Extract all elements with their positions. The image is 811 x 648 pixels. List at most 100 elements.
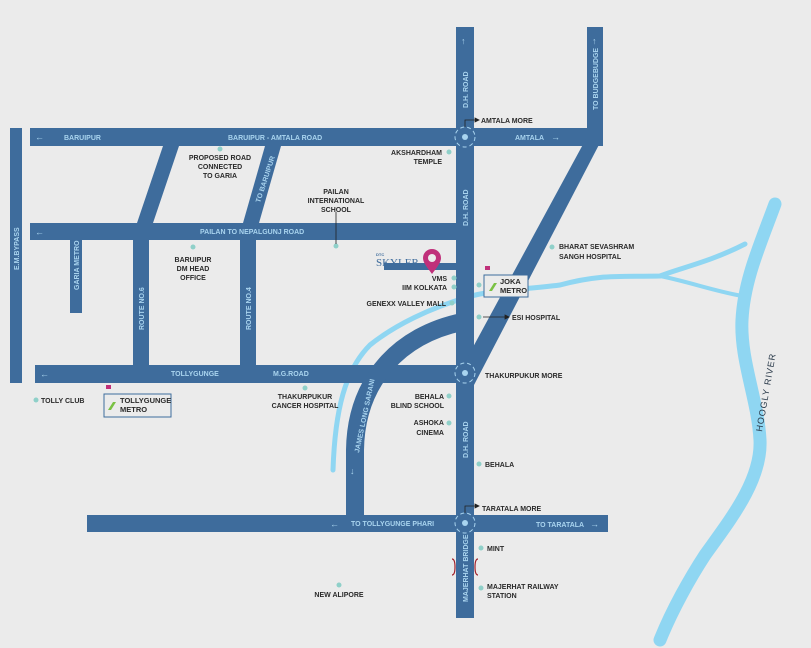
path-shape: [464, 505, 475, 513]
road-em-bypass: [10, 128, 22, 383]
path-shape: [474, 558, 479, 576]
road-label-em-bypass: E.M.BYPASS: [14, 227, 21, 270]
road-route-4: [240, 240, 256, 366]
label-places-dm-office-1: DM HEAD: [177, 266, 210, 273]
road-label-to-taratala: TO TARATALA: [536, 522, 584, 529]
label-places-pailan-school-2: SCHOOL: [321, 207, 352, 214]
circle-shape: [190, 244, 196, 250]
project-skyler-marker[interactable]: DTC SKYLER: [376, 249, 441, 274]
label-places-pailan-school-0: PAILAN: [323, 189, 349, 196]
label-places-blind-school-1: BLIND SCHOOL: [391, 403, 445, 410]
label-places-vms: VMS: [432, 276, 448, 283]
label-places-tolly-club: TOLLY CLUB: [41, 398, 84, 405]
text-shape: MAJERHAT RAILWAY STATION: [487, 584, 559, 600]
circle-shape: [33, 397, 39, 403]
label-places-new-alipore: NEW ALIPORE: [314, 592, 363, 599]
label-places-ashoka-0: ASHOKA: [414, 420, 444, 427]
label-places-dm-office-0: BARUIPUR: [175, 257, 212, 264]
text-shape: ←: [35, 227, 44, 237]
road-pailan: [30, 223, 460, 240]
circle-shape: [462, 370, 468, 376]
road-label-mg-road: M.G.ROAD: [273, 371, 309, 378]
metro-icon: [489, 283, 497, 291]
label-places-taratala-more: TARATALA MORE: [482, 506, 542, 513]
text-shape: ←: [35, 132, 44, 142]
place-dots: [33, 146, 555, 591]
label-places-cancer-hospital-1: CANCER HOSPITAL: [272, 403, 339, 410]
g-shape: [451, 558, 479, 576]
label-metro-joka-1: METRO: [500, 286, 527, 295]
road-taratala: [87, 515, 608, 532]
label-places-thakurpukur-more: THAKURPUKUR MORE: [485, 373, 563, 380]
polygon-shape: [504, 314, 510, 320]
circle-shape: [451, 275, 457, 281]
text-shape: →: [551, 132, 560, 142]
road-label-amtala: AMTALA: [515, 135, 544, 142]
road-label-budge-budge: TO BUDGEBUDGE: [593, 48, 600, 110]
label-places-majerhat-station-1: STATION: [487, 593, 517, 600]
circle-shape: [451, 284, 457, 290]
metro-icon: [108, 402, 116, 410]
road-label-majerhat-bridge: MAJERHAT BRIDGE: [463, 534, 470, 602]
road-garia-metro: [70, 240, 82, 313]
road-label-pailan: PAILAN TO NEPALGUNJ ROAD: [200, 229, 304, 236]
label-places-akshardham-0: AKSHARDHAM: [391, 150, 442, 157]
label-places-mint: MINT: [487, 546, 505, 553]
circle-shape: [476, 314, 482, 320]
flag-icon: [106, 385, 111, 389]
text-shape: ←: [330, 519, 339, 529]
label-metro-joka-0: JOKA: [500, 277, 521, 286]
roads: [10, 27, 608, 618]
project-name: SKYLER: [376, 257, 419, 269]
road-dh-road: [456, 27, 474, 618]
circle-shape: [549, 244, 555, 250]
hoogly-river: [653, 197, 782, 647]
junctions: [454, 126, 476, 534]
flag-icon: [485, 266, 490, 270]
road-label-dh-road-low: D.H. ROAD: [463, 421, 470, 458]
circle-shape: [462, 520, 468, 526]
canal-branch: [658, 274, 744, 298]
text-shape: ↓: [350, 466, 355, 476]
circle-shape: [217, 146, 223, 152]
road-to-baruipur: [243, 146, 281, 223]
polygon-shape: [474, 503, 480, 509]
label-places-bharat-sevashram-1: SANGH HOSPITAL: [559, 254, 622, 261]
road-label-route-4: ROUTE NO.4: [246, 287, 253, 330]
road-label-tollygunge: TOLLYGUNGE: [171, 371, 219, 378]
road-label-dh-road-top: D.H. ROAD: [463, 71, 470, 108]
path-shape: [451, 558, 456, 576]
label-places-esi: ESI HOSPITAL: [512, 315, 561, 322]
text-shape: ↑: [461, 36, 466, 46]
label-places-majerhat-station-0: MAJERHAT RAILWAY: [487, 584, 559, 591]
circle-shape: [446, 420, 452, 426]
label-amtala-more: AMTALA MORE: [481, 118, 533, 125]
text-shape: →: [590, 519, 599, 529]
circle-shape: [428, 254, 436, 262]
label-places-ashoka-1: CINEMA: [416, 430, 444, 437]
label-places-behala: BEHALA: [485, 462, 514, 469]
polygon-shape: [474, 117, 480, 123]
circle-shape: [446, 149, 452, 155]
road-label-route-6: ROUTE NO.6: [139, 287, 146, 330]
circle-shape: [449, 300, 455, 306]
label-places-proposed-road-2: TO GARIA: [203, 173, 237, 180]
road-budge-budge: [587, 27, 603, 137]
label-places-akshardham-1: TEMPLE: [414, 159, 443, 166]
road-label-tollygunge-phari: TO TOLLYGUNGE PHARI: [351, 521, 434, 528]
text-shape: ↑: [592, 36, 597, 46]
circle-shape: [462, 134, 468, 140]
label-places-proposed-road-0: PROPOSED ROAD: [189, 155, 251, 162]
road-label-baruipur: BARUIPUR: [64, 135, 101, 142]
label-metro-tollygunge-1: METRO: [120, 405, 147, 414]
g-shape: [462, 134, 468, 526]
